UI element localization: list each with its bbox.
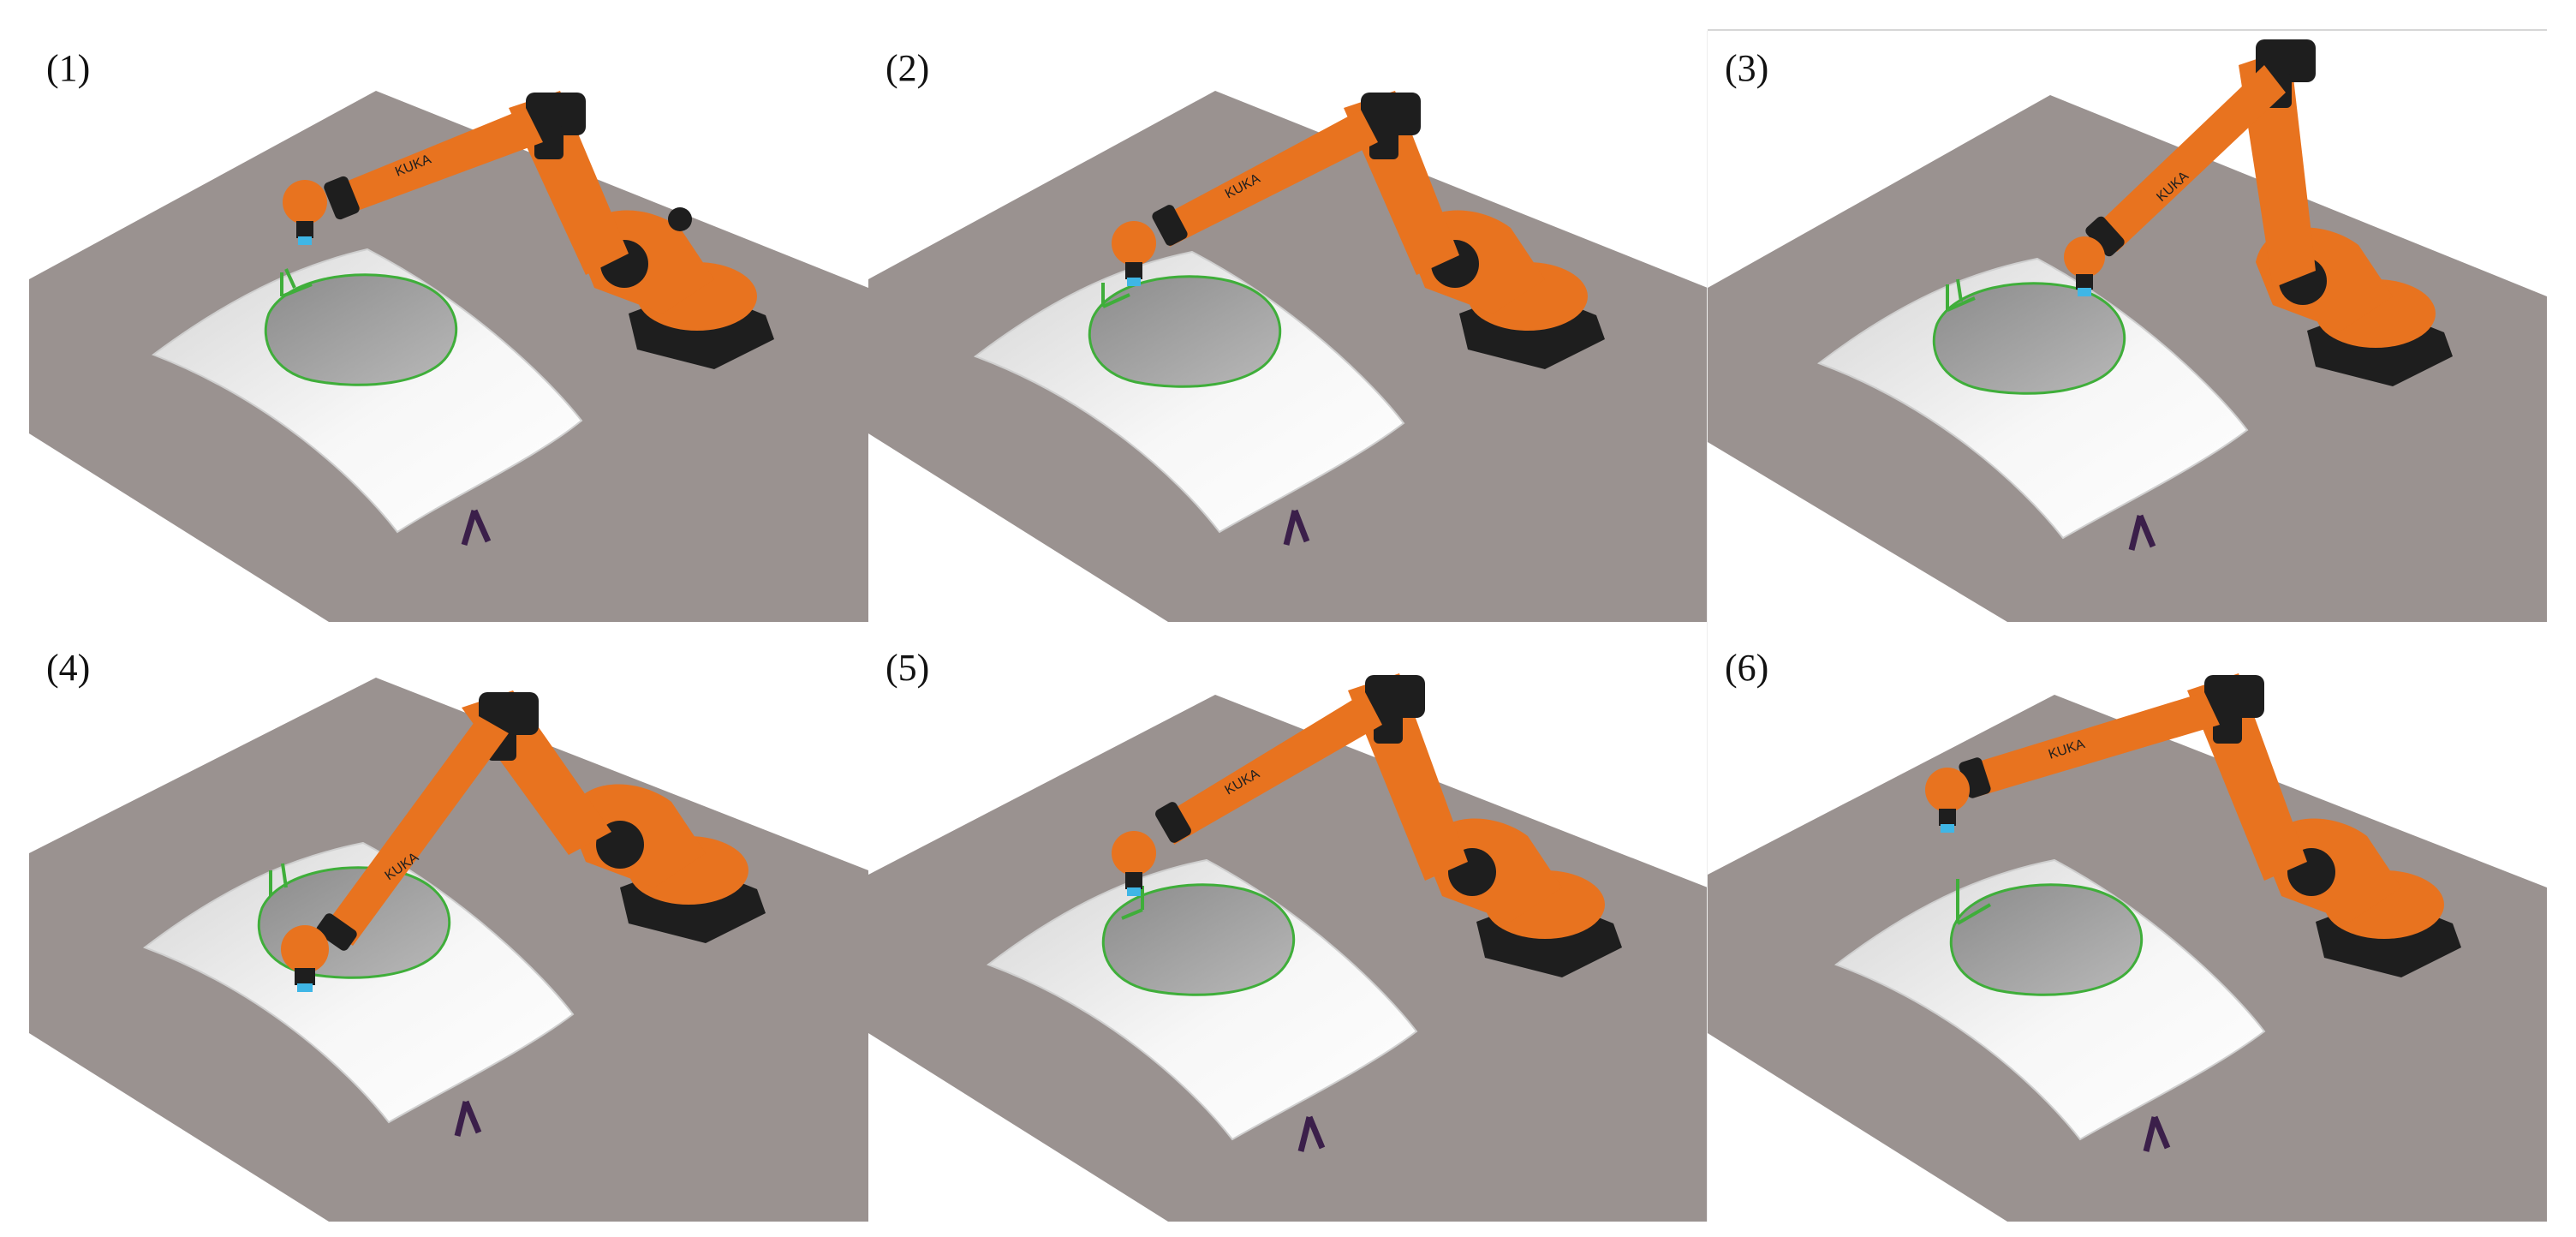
kuka-robot: KUKA: [1112, 91, 1605, 369]
robot-scene-6: KUKA: [1708, 673, 2547, 1222]
support-leg: [2151, 1115, 2171, 1150]
panel-label: (1): [46, 47, 91, 89]
panel-label: (2): [886, 47, 930, 89]
tcp-frame: [1946, 278, 1976, 312]
panel-5: KUKA (5): [868, 630, 1708, 1222]
robot-scene-1: KUKA: [29, 91, 868, 622]
tcp-frame: [269, 863, 288, 896]
support-leg: [454, 1101, 469, 1137]
curved-workpiece: [1834, 858, 2266, 1141]
panel-label: (5): [886, 647, 930, 689]
target-contour: [1932, 282, 2126, 395]
support-leg: [2137, 514, 2156, 548]
support-leg: [1283, 510, 1298, 546]
robot-scene-3: KUKA: [1708, 39, 2547, 622]
panel-1: KUKA (1): [29, 31, 868, 622]
kuka-robot: KUKA: [1112, 673, 1622, 977]
robot-scene-4: KUKA: [29, 678, 868, 1222]
panel-4: KUKA (4): [29, 630, 868, 1222]
support-leg: [1291, 509, 1310, 543]
panel-6: KUKA (6): [1708, 630, 2547, 1222]
tcp-frame: [1956, 879, 1992, 925]
tcp-frame: [1101, 283, 1130, 308]
support-leg: [2143, 1116, 2158, 1152]
support-leg: [462, 1100, 482, 1134]
panel-3: KUKA (3): [1708, 31, 2547, 622]
kuka-robot: KUKA: [283, 91, 774, 369]
curved-workpiece: [151, 248, 583, 534]
robot-scene-2: KUKA: [868, 91, 1708, 622]
tcp-frame: [280, 268, 313, 298]
tcp-frame: [1121, 886, 1144, 920]
curved-workpiece: [986, 858, 1418, 1141]
support-leg: [1297, 1116, 1313, 1152]
support-leg: [461, 509, 478, 547]
panel-divider: [1707, 31, 1708, 1222]
support-leg: [1306, 1115, 1326, 1150]
target-contour: [1949, 883, 2144, 996]
panel-label: (3): [1725, 47, 1769, 89]
kuka-robot: KUKA: [2064, 39, 2453, 386]
support-leg: [2128, 515, 2144, 551]
curved-workpiece: [142, 841, 575, 1124]
panel-2: KUKA (2): [868, 31, 1708, 622]
target-contour: [1088, 275, 1282, 388]
panel-label: (4): [46, 647, 91, 689]
support-leg: [471, 509, 492, 543]
target-contour: [1101, 883, 1296, 996]
target-contour: [264, 273, 458, 386]
kuka-robot: KUKA: [1925, 673, 2461, 977]
curved-workpiece: [1816, 257, 2249, 540]
robot-scene-5: KUKA: [868, 673, 1708, 1222]
panel-divider: [1708, 29, 2547, 31]
panel-label: (6): [1725, 647, 1769, 689]
